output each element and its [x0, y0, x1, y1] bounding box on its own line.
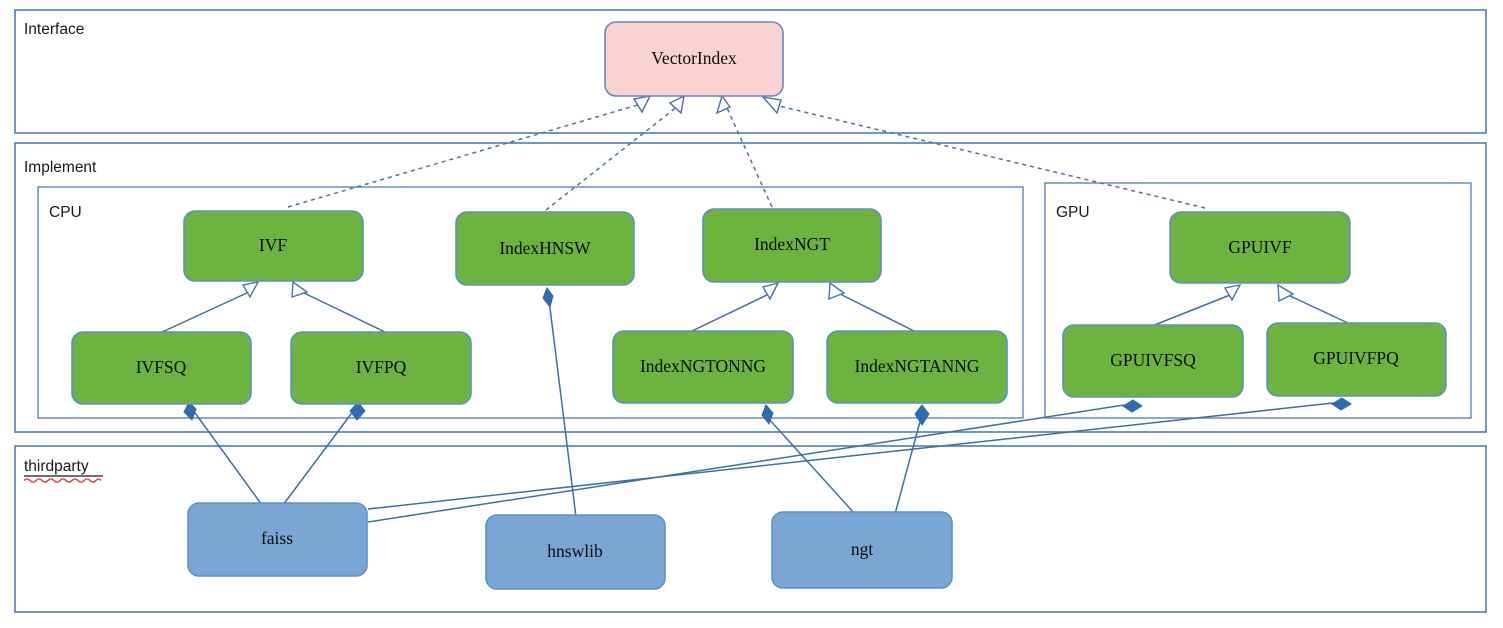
edge-indexngtanng-uses-ngt — [894, 404, 930, 515]
node-gpuivfpq[interactable]: GPUIVFPQ — [1266, 322, 1447, 397]
node-indexhnsw[interactable]: IndexHNSW — [455, 211, 635, 286]
edge-ivfsq-extends-ivf — [159, 281, 260, 334]
package-label-thirdparty: thirdparty — [24, 458, 89, 475]
node-faiss[interactable]: faiss — [187, 502, 368, 577]
node-vectorindex[interactable]: VectorIndex — [604, 21, 784, 97]
edge-gpuivfsq-uses-faiss — [367, 399, 1143, 523]
node-gpuivf[interactable]: GPUIVF — [1169, 211, 1351, 284]
edge-indexngtonng-extends-indexngt — [689, 281, 780, 333]
node-label-faiss: faiss — [261, 528, 293, 548]
edge-indexngtonng-uses-ngt — [761, 404, 856, 515]
node-label-indexngtonng: IndexNGTONNG — [640, 356, 766, 376]
edge-indexngt-realizes-vectorindex — [715, 94, 773, 208]
edge-gpuivfpq-uses-faiss — [367, 397, 1352, 510]
package-label-cpu: CPU — [49, 204, 82, 221]
node-hnswlib[interactable]: hnswlib — [485, 514, 666, 590]
node-ivfsq[interactable]: IVFSQ — [71, 331, 252, 405]
edge-indexngtanng-extends-indexngt — [828, 281, 917, 333]
edge-gpuivfsq-extends-gpuivf — [1151, 284, 1242, 327]
spellcheck-underline-icon — [23, 478, 102, 483]
edge-ivf-realizes-vectorindex — [287, 95, 652, 208]
node-ngt[interactable]: ngt — [771, 511, 953, 589]
node-gpuivfsq[interactable]: GPUIVFSQ — [1062, 324, 1244, 398]
node-indexngt[interactable]: IndexNGT — [702, 208, 882, 283]
edge-gpuivfpq-extends-gpuivf — [1277, 283, 1351, 325]
node-label-ivf: IVF — [259, 235, 287, 255]
edge-ivfsq-uses-faiss — [183, 401, 263, 506]
edge-ivfpq-uses-faiss — [282, 401, 366, 506]
edge-indexhnsw-realizes-vectorindex — [545, 94, 685, 211]
node-ivfpq[interactable]: IVFPQ — [290, 331, 472, 405]
edge-indexhnsw-uses-hnswlib — [542, 286, 577, 518]
node-label-gpuivfsq: GPUIVFSQ — [1110, 350, 1196, 370]
package-label-implement: Implement — [24, 159, 97, 176]
node-label-gpuivf: GPUIVF — [1228, 237, 1291, 257]
edge-ivfpq-extends-ivf — [291, 280, 388, 334]
node-label-indexngt: IndexNGT — [754, 234, 830, 254]
node-label-ivfsq: IVFSQ — [136, 357, 187, 377]
node-label-ivfpq: IVFPQ — [356, 357, 407, 377]
node-label-vectorindex: VectorIndex — [651, 48, 737, 68]
package-label-interface: Interface — [24, 21, 84, 38]
node-label-ngt: ngt — [851, 539, 874, 559]
node-label-hnswlib: hnswlib — [547, 541, 603, 561]
package-label-gpu: GPU — [1056, 204, 1090, 221]
edge-gpuivf-realizes-vectorindex — [761, 95, 1206, 209]
node-label-indexhnsw: IndexHNSW — [499, 238, 591, 258]
node-label-indexngtanng: IndexNGTANNG — [855, 356, 980, 376]
node-ivf[interactable]: IVF — [183, 210, 364, 282]
node-label-gpuivfpq: GPUIVFPQ — [1313, 348, 1399, 368]
node-indexngtanng[interactable]: IndexNGTANNG — [826, 330, 1008, 404]
node-indexngtonng[interactable]: IndexNGTONNG — [612, 330, 794, 404]
